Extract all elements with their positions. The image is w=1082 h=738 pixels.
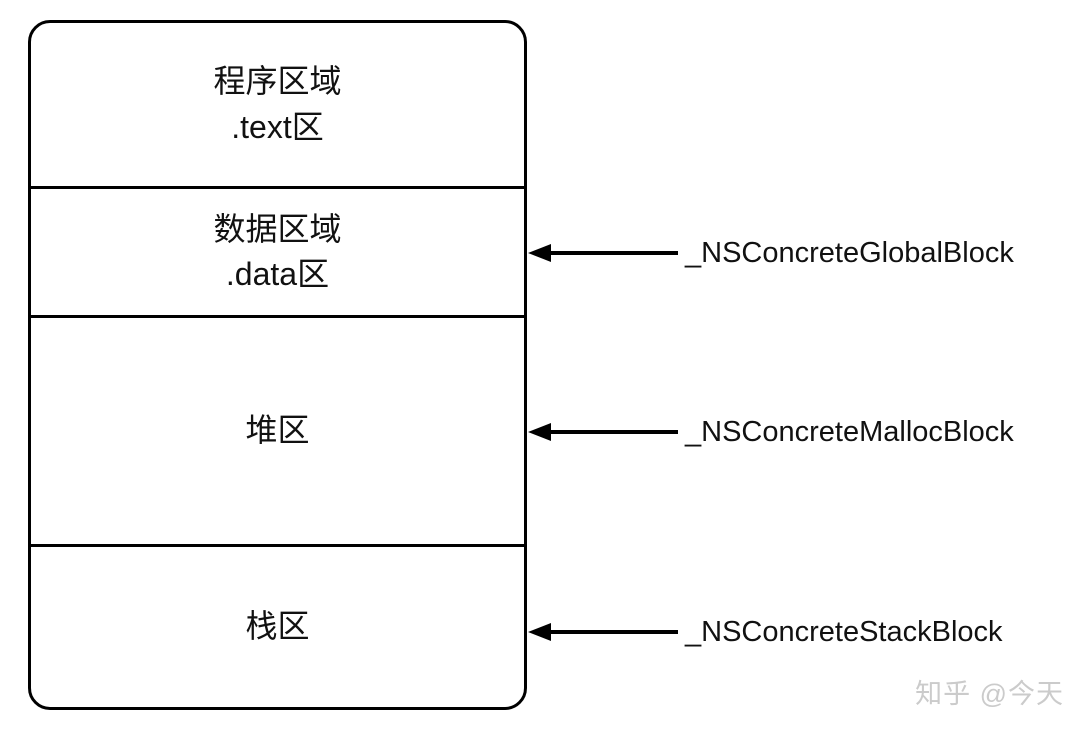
section-heap-region: 堆区	[31, 314, 524, 544]
arrow-head-icon	[528, 244, 551, 262]
annotation-global-block-label: _NSConcreteGlobalBlock	[685, 236, 1014, 269]
arrow-left-icon	[528, 423, 678, 441]
arrow-shaft	[551, 430, 678, 434]
section-heap-region-line1: 堆区	[245, 411, 310, 448]
arrow-shaft	[551, 251, 678, 255]
section-stack-region: 栈区	[31, 543, 524, 707]
zhihu-watermark: 知乎 @今天	[915, 679, 1064, 709]
section-stack-region-line1: 栈区	[245, 608, 310, 645]
section-text-region-line1: 程序区域	[213, 63, 342, 100]
annotation-malloc-block-label: _NSConcreteMallocBlock	[685, 415, 1014, 448]
annotation-malloc-block: _NSConcreteMallocBlock	[528, 412, 1014, 452]
section-data-region-line1: 数据区域	[213, 210, 342, 247]
annotation-stack-block: _NSConcreteStackBlock	[528, 612, 1003, 652]
arrow-left-icon	[528, 244, 678, 262]
section-text-region: 程序区域 .text区	[31, 23, 524, 186]
memory-layout-box: 程序区域 .text区 数据区域 .data区 堆区 栈区	[28, 20, 527, 710]
section-data-region-line2: .data区	[225, 255, 330, 292]
arrow-head-icon	[528, 423, 551, 441]
section-text-region-line2: .text区	[231, 108, 324, 145]
annotation-stack-block-label: _NSConcreteStackBlock	[685, 615, 1003, 648]
annotation-global-block: _NSConcreteGlobalBlock	[528, 233, 1014, 273]
arrow-head-icon	[528, 623, 551, 641]
arrow-shaft	[551, 630, 678, 634]
section-data-region: 数据区域 .data区	[31, 186, 524, 314]
arrow-left-icon	[528, 623, 678, 641]
